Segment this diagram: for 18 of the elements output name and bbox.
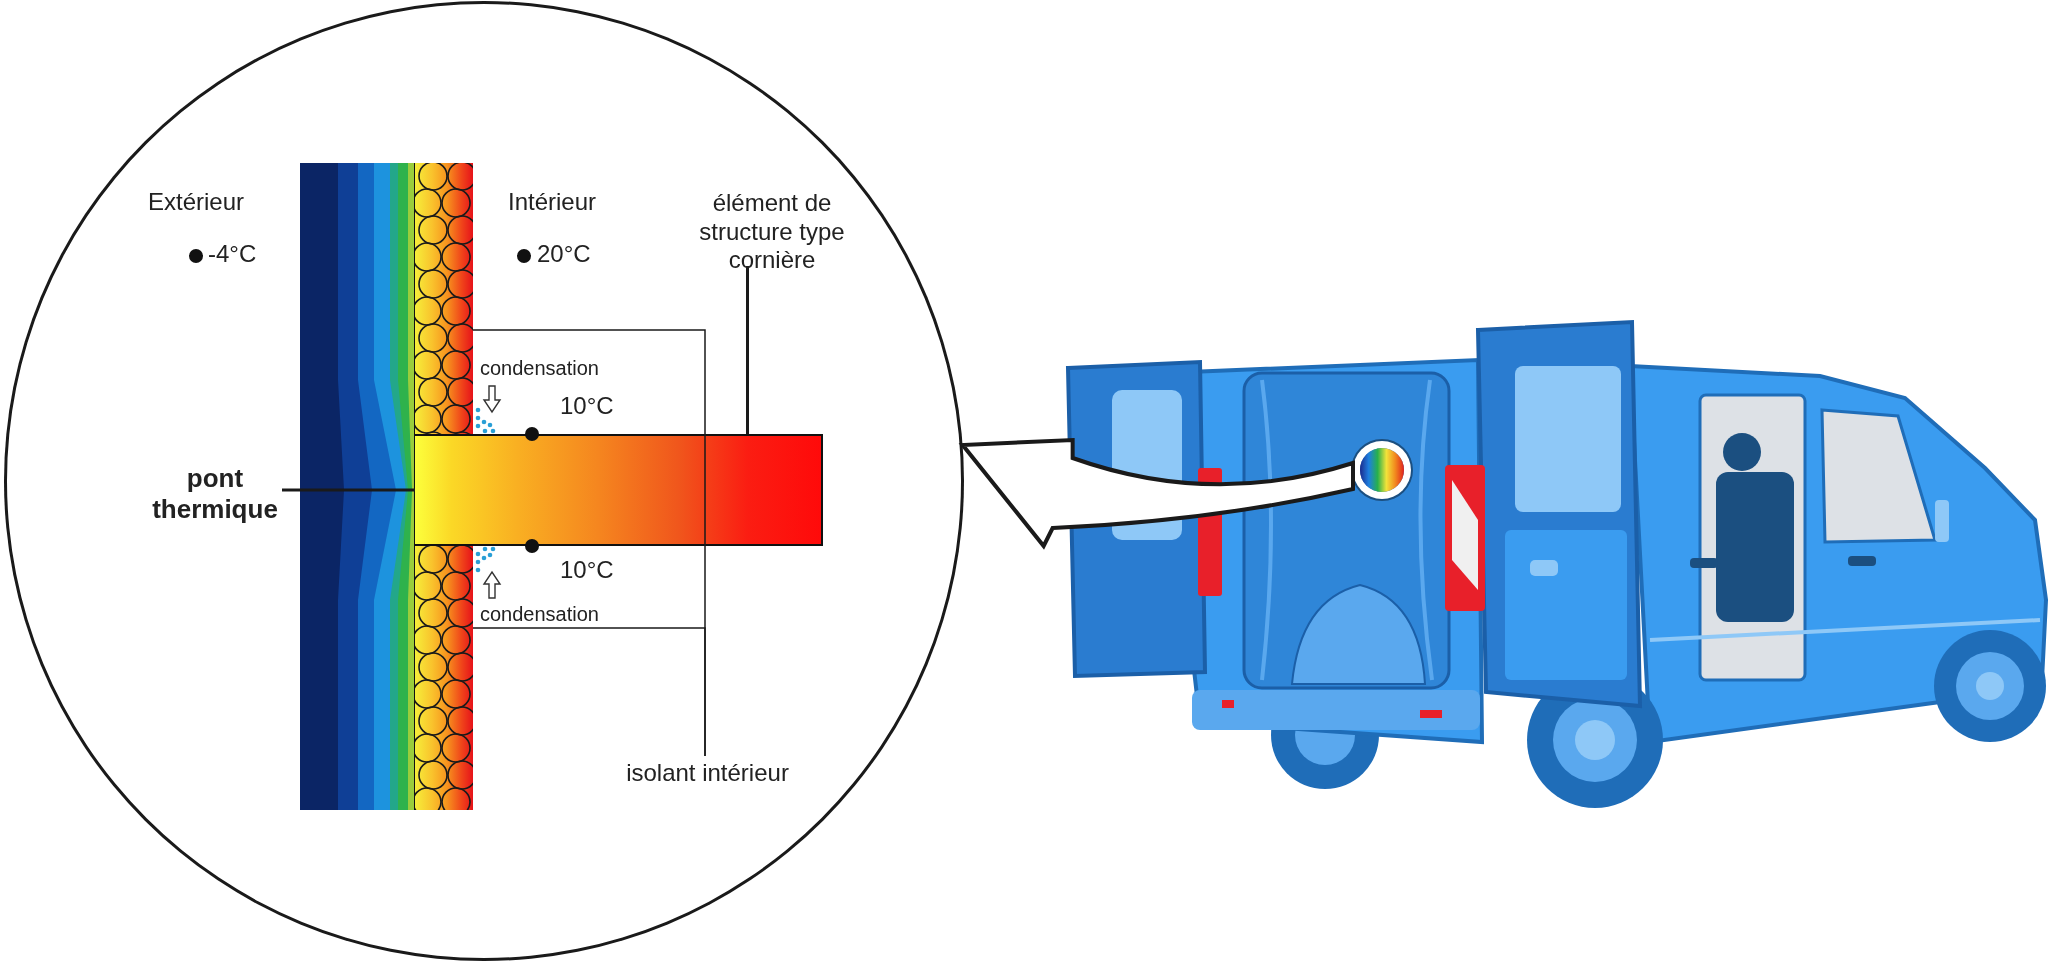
temperature-label: Extérieur (148, 188, 245, 217)
temperature-label: 10°C (560, 556, 614, 585)
structural-beam (415, 434, 823, 546)
temperature-label: 10°C (560, 392, 614, 421)
insulation-layer (415, 163, 473, 434)
annotation-label: condensation (480, 356, 599, 380)
temperature-label: 20°C (537, 240, 591, 269)
temperature-label: Intérieur (508, 188, 597, 217)
leader-line (746, 266, 749, 434)
callout-text: élément de structure type cornière (698, 188, 846, 276)
curved-block-arrow (960, 438, 1355, 548)
annotation-label: condensation (480, 602, 599, 626)
callout-text: pont thermique (151, 462, 279, 526)
insulation-layer (415, 546, 473, 810)
callout-text: isolant intérieur (626, 758, 789, 788)
temperature-label: -4°C (208, 240, 257, 269)
leader-line (472, 627, 706, 757)
leader-line (282, 488, 415, 492)
